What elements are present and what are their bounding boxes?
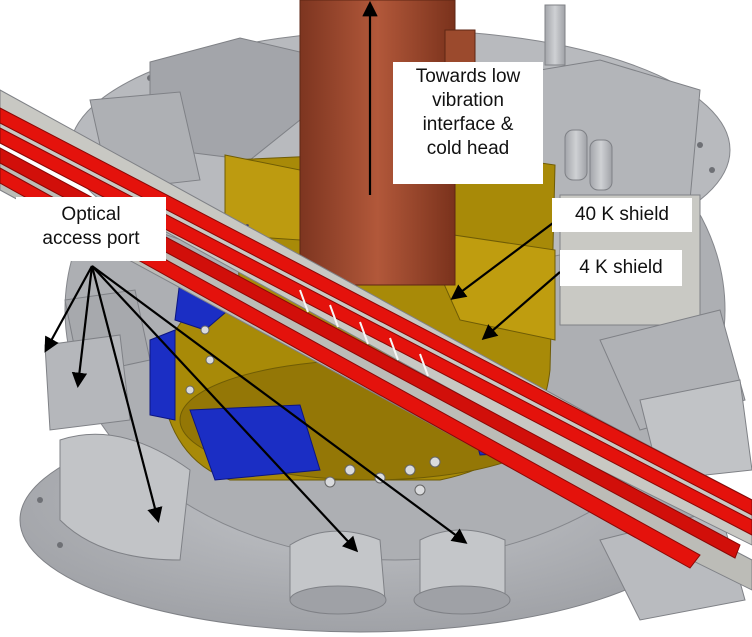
shield-4k-label: 4 K shield	[560, 250, 682, 286]
pointer-arrow-icon	[71, 265, 94, 389]
shield-40k-text: 40 K shield	[574, 204, 669, 225]
pointer-arrow-icon	[91, 265, 468, 544]
pointer-arrow-icon	[44, 265, 93, 353]
cold-head-line-2: vibration	[432, 90, 504, 111]
pointer-arrow-icon	[91, 265, 359, 553]
electrode-segments	[299, 289, 429, 377]
left-side-ports	[44, 91, 201, 561]
optical-port-line-1: Optical	[61, 204, 121, 225]
shield-bolts	[185, 325, 441, 496]
pointer-arrow-icon	[450, 219, 558, 300]
cold-head-line-3: interface &	[422, 114, 514, 135]
pointer-arrows	[44, 0, 561, 553]
bottom-ports	[289, 529, 511, 615]
cold-head-line-1: Towards low	[415, 66, 521, 87]
optical-port-line-2: access port	[42, 228, 140, 249]
cold-head-line-4: cold head	[426, 138, 510, 159]
cold-head-label: Towards low vibration interface & cold h…	[393, 62, 543, 184]
shield-4k-text: 4 K shield	[579, 257, 663, 278]
pointer-arrow-icon	[481, 271, 561, 341]
red-beam-rods	[0, 107, 752, 569]
pointer-arrow-icon	[90, 265, 163, 523]
optical-port-label: Optical access port	[16, 197, 166, 261]
shield-40k-label: 40 K shield	[552, 198, 692, 232]
